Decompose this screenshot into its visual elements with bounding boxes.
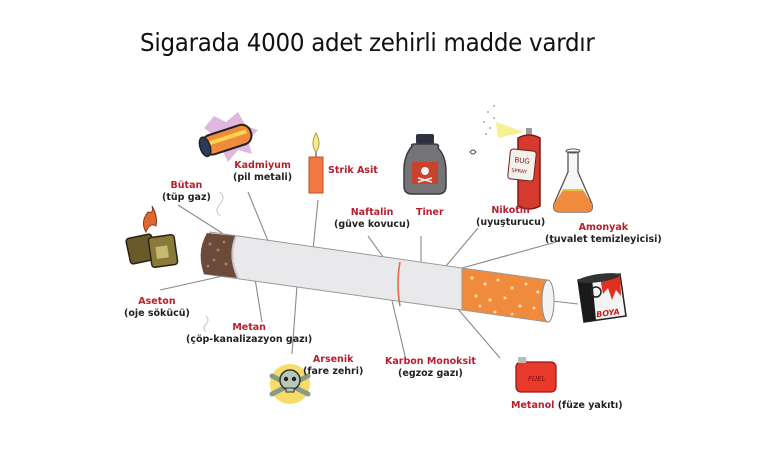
poison-bottle-icon — [403, 134, 447, 195]
label-nikotin: Nikotin (uyuşturucu) — [476, 205, 546, 228]
svg-text:FUEL: FUEL — [528, 375, 546, 383]
label-aseton: Aseton (oje sökücü) — [124, 296, 190, 319]
cigarette-icon — [200, 231, 555, 323]
label-amonyak: Amonyak (tuvalet temizleyicisi) — [545, 222, 662, 245]
label-butan: Bütan (tüp gaz) — [162, 180, 211, 203]
candle-icon — [308, 131, 324, 194]
skull-crossbones-icon — [269, 364, 311, 404]
fuel-can-icon: FUEL — [515, 357, 557, 393]
label-tiner: Tiner — [416, 207, 444, 218]
label-arsenik: Arsenik (fare zehri) — [303, 354, 364, 377]
label-karbon-monoksit: Karbon Monoksit (egzoz gazı) — [385, 356, 476, 379]
lighter-icon — [125, 205, 179, 269]
page-title: Sigarada 4000 adet zehirli madde vardır — [140, 28, 595, 57]
svg-text:BOYA: BOYA — [596, 307, 621, 319]
label-strik-asit: Strik Asit — [328, 165, 378, 176]
label-metan: Metan (çöp-kanalizazyon gazı) — [186, 322, 313, 345]
battery-icon — [198, 112, 258, 162]
label-kadmiyum: Kadmiyum (pil metali) — [233, 160, 293, 183]
label-naftalin: Naftalin (güve kovucu) — [334, 207, 411, 230]
svg-text:BUG: BUG — [514, 156, 530, 166]
paint-can-icon: BOYA — [577, 273, 627, 323]
label-metanol: Metanol (füze yakıtı) — [511, 400, 623, 411]
svg-text:SPRAY: SPRAY — [511, 168, 528, 176]
bug-spray-icon: BUG SPRAY — [469, 105, 541, 210]
flask-icon — [552, 148, 594, 213]
